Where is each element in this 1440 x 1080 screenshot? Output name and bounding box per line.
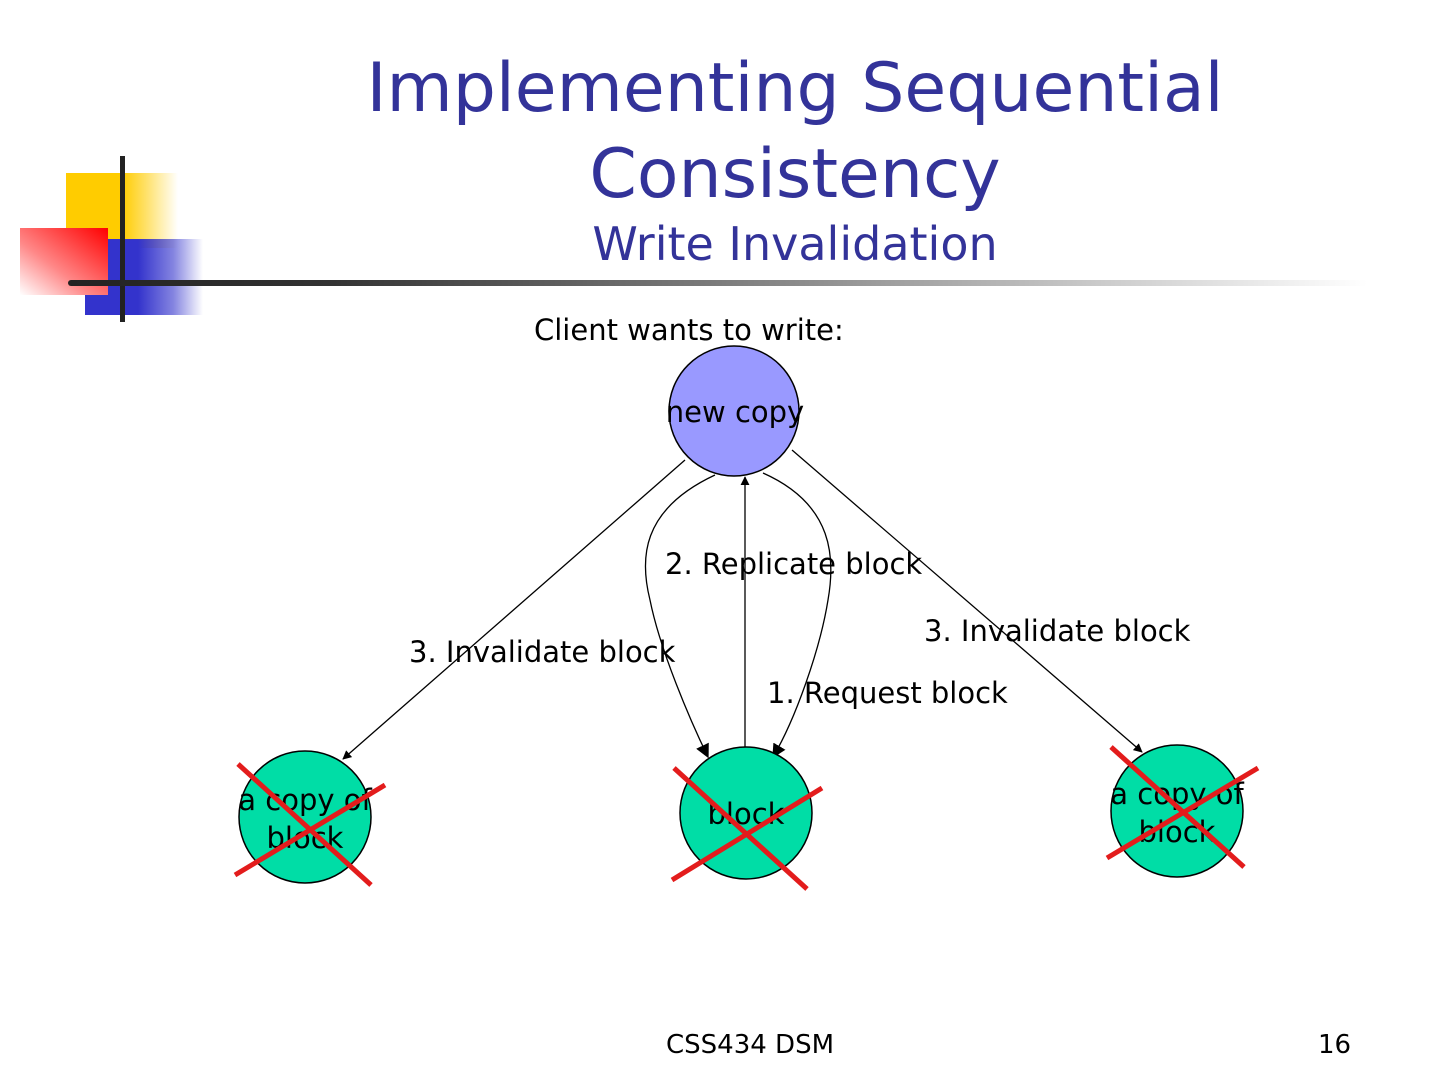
invalidated-cross-mark (672, 766, 809, 891)
node-client-label: new copy (666, 395, 804, 429)
invalidated-cross-mark (670, 785, 824, 883)
node-owner-circle (679, 746, 813, 880)
node-client-circle (668, 345, 800, 477)
node-owner-block: block (670, 746, 824, 891)
node-right-copy: a copy of block (1105, 744, 1260, 878)
node-left-copy: a copy of block (233, 750, 387, 887)
invalidated-cross-mark (1105, 765, 1260, 861)
slide-page-number: 16 (1318, 1030, 1352, 1060)
edge-label-replicate: 2. Replicate block (665, 547, 922, 581)
title-underline-rule (68, 280, 1368, 286)
node-left-copy-label-line1: a copy of (238, 783, 372, 817)
slide-title-line2: Consistency (589, 135, 1001, 214)
invalidated-cross-mark (1109, 745, 1246, 869)
node-owner-label: block (708, 797, 785, 831)
invalidated-cross-mark (233, 782, 387, 878)
diagram-caption: Client wants to write: (534, 313, 844, 347)
edge-invalidate-right (791, 449, 1143, 753)
invalidated-cross-mark (236, 762, 373, 887)
edge-label-invalidate-left: 3. Invalidate block (409, 635, 676, 669)
slide-title-line1: Implementing Sequential (366, 49, 1224, 128)
node-client-new-copy: new copy (666, 345, 804, 477)
edge-replicate-left (644, 474, 716, 759)
slide-footer-text: CSS434 DSM (666, 1030, 835, 1060)
slide-title: Implementing Sequential Consistency (260, 46, 1330, 218)
slide-subtitle: Write Invalidation (592, 217, 998, 271)
logo-vertical-line (120, 156, 125, 322)
edge-label-invalidate-right: 3. Invalidate block (924, 614, 1191, 648)
edge-label-request: 1. Request block (767, 676, 1008, 710)
edge-replicate-right (762, 472, 832, 759)
edge-invalidate-left (342, 459, 686, 760)
